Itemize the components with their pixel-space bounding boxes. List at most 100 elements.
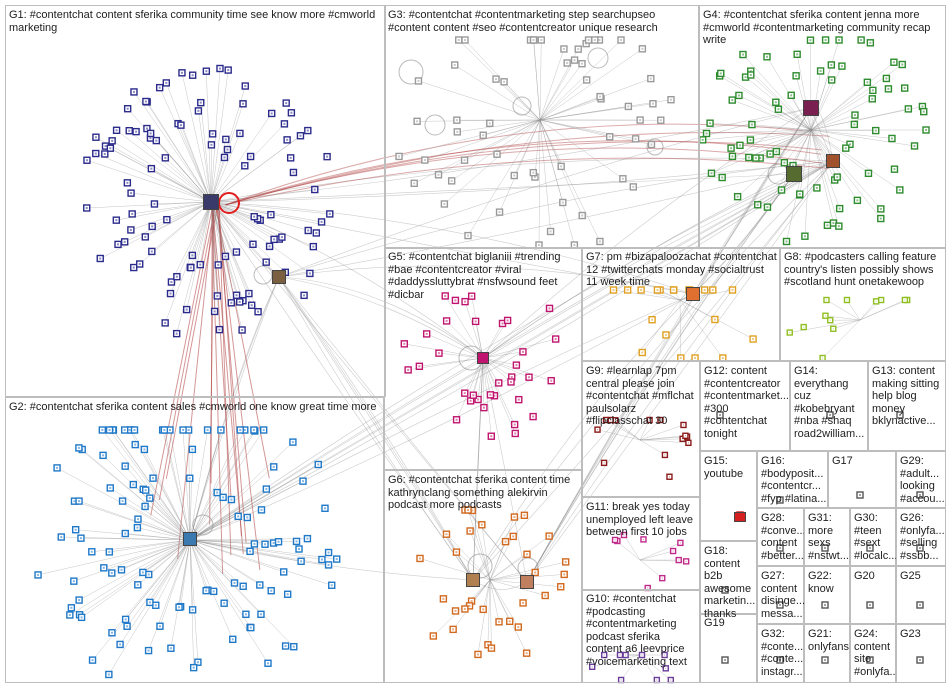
node-fill	[559, 585, 562, 588]
group-label-g12: G12: content #contentcreator #contentmar…	[704, 365, 789, 440]
edge	[642, 299, 681, 353]
hub-node-g1-b[interactable]	[272, 270, 286, 284]
node-fill	[664, 454, 666, 456]
node-fill	[642, 538, 644, 540]
hub-node-g6[interactable]	[466, 573, 480, 587]
node-fill	[713, 318, 716, 321]
node-fill	[517, 398, 520, 401]
edge	[799, 129, 812, 195]
node-fill	[824, 547, 826, 549]
node-fill	[163, 429, 166, 431]
node-fill	[115, 129, 118, 132]
node-fill	[844, 147, 847, 150]
group-label-g27: G27: content disinge... messa...	[761, 570, 804, 620]
edge	[110, 487, 191, 541]
hub-node-g15[interactable]	[734, 512, 746, 522]
edge	[210, 107, 812, 203]
node-fill	[199, 101, 202, 104]
edge	[189, 539, 294, 647]
hub-node-g4-b[interactable]	[786, 166, 802, 182]
node-fill	[587, 39, 590, 41]
group-label-g11: G11: break yes today unemployed left lea…	[586, 501, 694, 538]
edge	[148, 539, 191, 651]
node-fill	[593, 39, 596, 41]
node-fill	[477, 398, 480, 401]
hub-node-g1[interactable]	[203, 194, 219, 210]
group-label-g26: G26: #onlyfa... #selling #ssbb...	[900, 512, 945, 562]
node-fill	[749, 70, 752, 73]
hub-node-g4-c[interactable]	[826, 154, 840, 168]
node-fill	[150, 167, 153, 170]
edge	[210, 85, 246, 203]
node-fill	[251, 243, 254, 246]
node-fill	[191, 608, 194, 611]
node-fill	[189, 266, 192, 269]
node-fill	[869, 659, 871, 661]
hub-node-g6-b[interactable]	[520, 575, 534, 589]
group-label-g7: G7: pm #bizapaloozachat #contentchat 12 …	[586, 251, 777, 288]
node-fill	[72, 580, 75, 583]
edge	[73, 539, 191, 582]
node-fill	[265, 488, 268, 491]
group-label-g15: G15: youtube	[704, 455, 744, 480]
node-fill	[148, 497, 151, 500]
node-fill	[216, 294, 219, 297]
group-box-g29	[896, 451, 946, 508]
edge	[810, 129, 869, 174]
node-fill	[824, 604, 826, 606]
hub-node-g2[interactable]	[183, 532, 197, 546]
edge	[80, 537, 191, 541]
edge	[78, 447, 191, 541]
node-fill	[191, 254, 194, 257]
edge	[206, 71, 212, 203]
edge	[125, 539, 191, 620]
edge	[218, 205, 232, 556]
node-fill	[747, 156, 750, 159]
hub-node-g7[interactable]	[686, 287, 700, 301]
node-fill	[80, 616, 83, 619]
node-fill	[222, 496, 225, 499]
node-fill	[853, 114, 856, 117]
node-fill	[99, 257, 102, 260]
node-fill	[272, 465, 275, 468]
node-fill	[268, 245, 271, 248]
edge	[472, 510, 491, 581]
node-fill	[454, 299, 457, 302]
node-fill	[724, 659, 726, 661]
edge	[126, 539, 191, 627]
node-fill	[453, 63, 456, 66]
node-fill	[890, 137, 893, 140]
node-fill	[283, 122, 286, 125]
node-fill	[880, 299, 882, 301]
node-fill	[608, 135, 611, 138]
node-fill	[585, 78, 588, 81]
group-label-g17: G17	[832, 455, 853, 467]
node-fill	[860, 39, 863, 41]
group-label-g8: G8: #podcasters calling feature country'…	[784, 251, 937, 288]
node-fill	[413, 182, 416, 185]
node-fill	[280, 236, 283, 239]
node-fill	[124, 618, 127, 621]
node-fill	[175, 332, 178, 335]
edge	[210, 113, 272, 203]
edge	[679, 299, 724, 359]
group-label-g5: G5: #contentchat biglaniii #trending #ba…	[388, 251, 561, 301]
node-fill	[490, 647, 493, 650]
node-fill	[258, 583, 261, 586]
node-fill	[326, 155, 329, 158]
hub-node-g5[interactable]	[477, 352, 489, 364]
node-fill	[138, 263, 141, 266]
node-fill	[659, 419, 661, 421]
node-fill	[913, 144, 916, 147]
hub-node-g4[interactable]	[803, 100, 819, 116]
node-fill	[661, 577, 663, 579]
edge	[181, 72, 212, 203]
edge	[218, 202, 242, 537]
edge	[469, 530, 491, 581]
edge	[130, 201, 212, 231]
node-fill	[444, 294, 447, 297]
edge	[116, 201, 212, 221]
node-fill	[506, 319, 509, 322]
node-fill	[308, 272, 311, 275]
edge	[539, 119, 575, 246]
